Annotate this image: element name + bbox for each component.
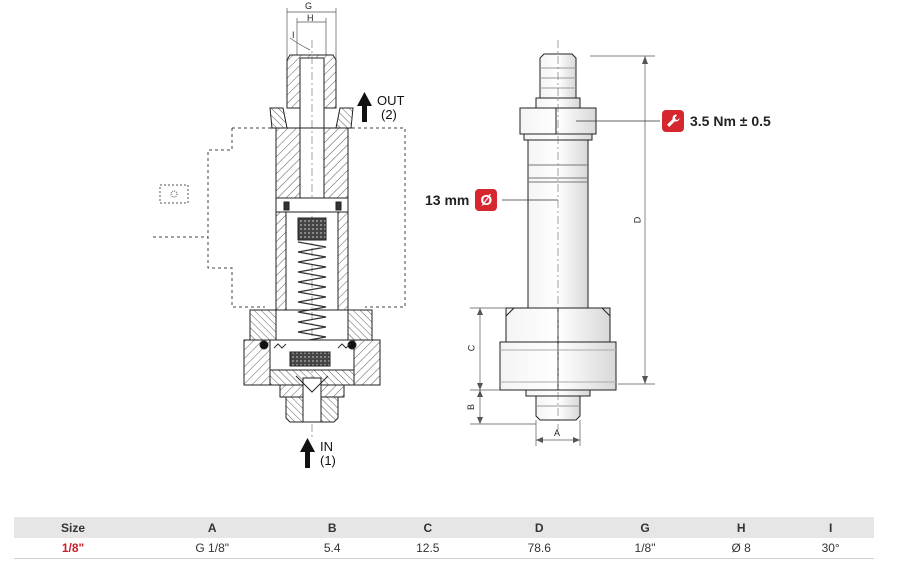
out-number: (2)	[381, 107, 397, 122]
col-header-a: A	[207, 520, 217, 535]
spring	[297, 241, 327, 348]
dim-label-a: A	[554, 428, 561, 438]
dim-label-d: D	[632, 216, 643, 224]
in-label: IN	[320, 439, 333, 454]
technical-drawing	[153, 8, 660, 468]
wrench-icon	[662, 110, 684, 132]
col-header-g: G	[640, 520, 650, 535]
phantom-port	[159, 184, 189, 204]
torque-value: 3.5 Nm ± 0.5	[690, 113, 771, 129]
cell-c: 12.5	[372, 538, 484, 559]
dim-label-c: C	[466, 344, 477, 352]
diameter-value: 13 mm	[425, 192, 470, 208]
dim-label-g: G	[305, 1, 313, 11]
diameter-callout: 13 mm Ø	[425, 189, 498, 211]
specs-table: Size A B C D G H I 1/8" G 1/8" 5.4 12.5 …	[14, 517, 874, 559]
dim-label-b: B	[466, 403, 477, 411]
col-header-c: C	[423, 520, 433, 535]
diameter-icon: Ø	[475, 189, 498, 211]
cell-g: 1/8"	[595, 538, 695, 559]
cell-d: 78.6	[483, 538, 595, 559]
side-view	[499, 40, 617, 430]
col-header-d: D	[534, 520, 544, 535]
in-port-label: IN (1)	[320, 440, 336, 468]
col-header-size: Size	[60, 520, 85, 535]
in-number: (1)	[320, 453, 336, 468]
cell-b: 5.4	[292, 538, 373, 559]
dim-label-i: I	[292, 30, 295, 40]
in-arrow-icon	[300, 438, 315, 468]
dim-label-h: H	[307, 13, 314, 23]
col-header-b: B	[327, 520, 337, 535]
torque-callout: 3.5 Nm ± 0.5	[662, 110, 771, 132]
cell-i: 30°	[787, 538, 874, 559]
out-port-label: OUT (2)	[377, 94, 404, 122]
cell-h: Ø 8	[695, 538, 788, 559]
table-header-row: Size A B C D G H I	[14, 517, 874, 538]
col-header-i: I	[828, 520, 833, 535]
section-view	[153, 8, 406, 440]
table-row: 1/8" G 1/8" 5.4 12.5 78.6 1/8" Ø 8 30°	[14, 538, 874, 559]
col-header-h: H	[736, 520, 746, 535]
cell-a: G 1/8"	[132, 538, 293, 559]
o-ring-left	[259, 340, 269, 350]
o-ring-right	[347, 340, 357, 350]
piston-top	[297, 217, 327, 241]
out-label: OUT	[377, 93, 405, 108]
cell-size: 1/8"	[14, 538, 132, 559]
out-arrow-icon	[357, 92, 372, 122]
valve-seat	[289, 351, 331, 367]
dimension-lines	[470, 55, 660, 446]
